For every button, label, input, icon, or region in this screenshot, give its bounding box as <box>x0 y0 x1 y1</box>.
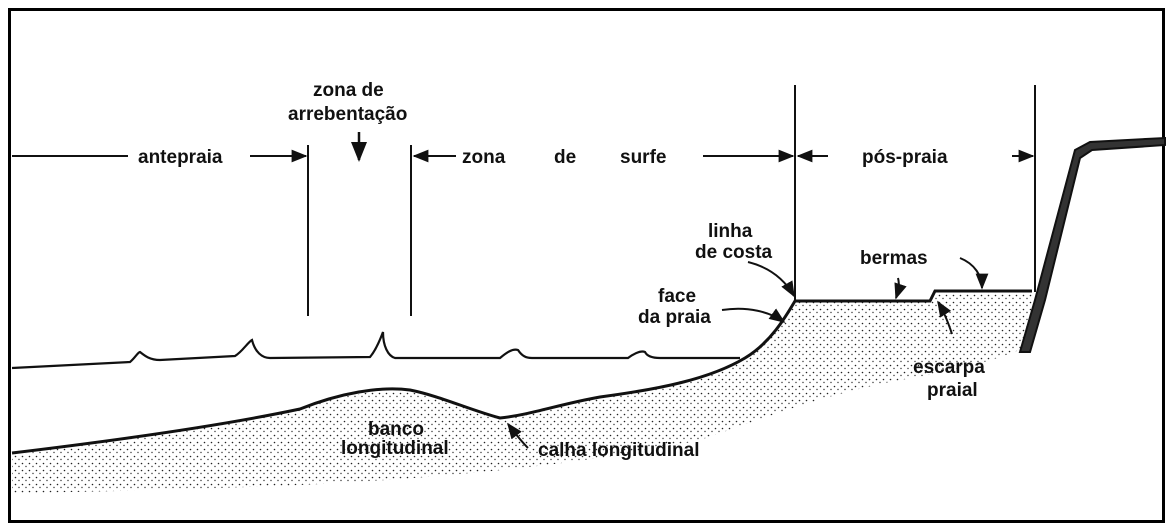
label-face-2: da praia <box>638 307 711 328</box>
cliff <box>1018 136 1166 353</box>
label-banco-1: banco <box>368 419 424 440</box>
sand-surface <box>11 289 1032 455</box>
label-antepraia: antepraia <box>138 147 223 168</box>
label-surf-zona: zona <box>462 147 506 168</box>
face-pointer <box>721 307 786 323</box>
label-surf-de: de <box>554 147 576 168</box>
bermas-pointer-1 <box>894 277 907 300</box>
label-arrebentacao-2: arrebentação <box>288 104 407 125</box>
bermas-pointer-2 <box>959 257 989 290</box>
label-linha-2: de costa <box>695 242 773 263</box>
water-surface <box>11 331 740 370</box>
label-arrebentacao-1: zona de <box>313 80 384 101</box>
label-banco-2: longitudinal <box>341 438 449 459</box>
label-escarpa-2: praial <box>927 380 978 401</box>
label-bermas: bermas <box>860 248 928 269</box>
label-linha-1: linha <box>708 221 753 242</box>
escarpa-pointer <box>937 300 953 335</box>
diagram-frame <box>8 8 1165 523</box>
label-calha: calha longitudinal <box>538 440 700 461</box>
label-escarpa-1: escarpa <box>913 357 985 378</box>
calha-pointer <box>507 422 529 449</box>
coastline-pointer <box>747 261 795 298</box>
label-surf-surfe: surfe <box>620 147 666 168</box>
label-pos-praia: pós-praia <box>862 147 948 168</box>
label-face-1: face <box>658 286 696 307</box>
sand-body <box>12 292 1032 493</box>
